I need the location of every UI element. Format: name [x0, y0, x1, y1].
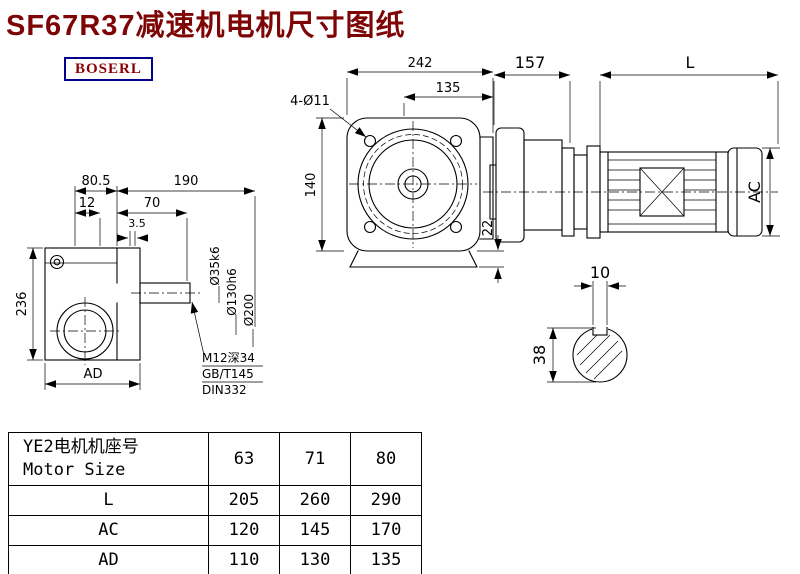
- motor-size-table: YE2电机机座号 Motor Size 63 71 80 L 205 260 2…: [8, 432, 422, 574]
- bolt-holes-label: 4-Ø11: [290, 94, 330, 109]
- table-size-col-1: 63: [208, 432, 280, 486]
- dia-pilot-label: Ø130h6: [225, 268, 239, 316]
- row-label-AD: AD: [8, 544, 209, 574]
- dim-70-label: 70: [144, 196, 161, 211]
- table-header-cn: YE2电机机座号: [23, 437, 139, 457]
- technical-drawing: 242 135 4-Ø11 140 22: [15, 53, 780, 397]
- table-row-L: L 205 260 290: [8, 484, 422, 516]
- brand-logo-text: BOSERL: [75, 61, 142, 77]
- dim-10-label: 10: [590, 263, 610, 282]
- tap-note-label: M12深34: [202, 351, 255, 365]
- table-header-en: Motor Size: [23, 459, 126, 480]
- table-header-row: YE2电机机座号 Motor Size 63 71 80: [8, 432, 422, 486]
- dim-22-label: 22: [481, 220, 496, 237]
- shaft-section-view: 10 38: [530, 263, 628, 383]
- value-AD-71: 130: [279, 544, 351, 574]
- table-row-AD: AD 110 130 135: [8, 544, 422, 574]
- value-L-71: 260: [279, 484, 351, 516]
- dim-AC-label: AC: [745, 181, 764, 203]
- brand-logo: BOSERL: [64, 57, 153, 81]
- std-note2-label: DIN332: [202, 383, 247, 397]
- value-AD-80: 135: [350, 544, 422, 574]
- row-label-L: L: [8, 484, 209, 516]
- value-AC-63: 120: [208, 514, 280, 546]
- value-AC-71: 145: [279, 514, 351, 546]
- dim-AD-label: AD: [84, 367, 103, 382]
- side-view: 157 L AC: [483, 53, 780, 243]
- page-title: SF67R37减速机电机尺寸图纸: [6, 10, 406, 42]
- dim-157-label: 157: [515, 53, 546, 72]
- dim-80-5-label: 80.5: [82, 174, 111, 189]
- row-label-AC: AC: [8, 514, 209, 546]
- value-AD-63: 110: [208, 544, 280, 574]
- left-side-view: 236 AD 80.5 190 12 70 3.5 Ø35k6 Ø130h6 Ø…: [15, 174, 263, 397]
- dim-236-label: 236: [15, 292, 30, 317]
- dim-38-label: 38: [530, 345, 549, 365]
- dim-140-label: 140: [304, 173, 319, 198]
- dim-L-label: L: [686, 53, 695, 72]
- std-note1-label: GB/T145: [202, 367, 254, 381]
- dim-3-5-label: 3.5: [128, 217, 146, 230]
- dim-12-label: 12: [79, 196, 96, 211]
- value-L-80: 290: [350, 484, 422, 516]
- dim-190-label: 190: [174, 174, 199, 189]
- table-size-col-2: 71: [279, 432, 351, 486]
- dim-242-label: 242: [408, 56, 433, 71]
- dim-135-label: 135: [436, 81, 461, 96]
- table-header-motor-size: YE2电机机座号 Motor Size: [8, 432, 209, 486]
- value-L-63: 205: [208, 484, 280, 516]
- dia-flange-label: Ø200: [242, 294, 256, 326]
- front-view: 242 135 4-Ø11 140 22: [290, 56, 504, 283]
- table-row-AC: AC 120 145 170: [8, 514, 422, 546]
- value-AC-80: 170: [350, 514, 422, 546]
- dia-shaft-label: Ø35k6: [208, 246, 222, 285]
- table-size-col-3: 80: [350, 432, 422, 486]
